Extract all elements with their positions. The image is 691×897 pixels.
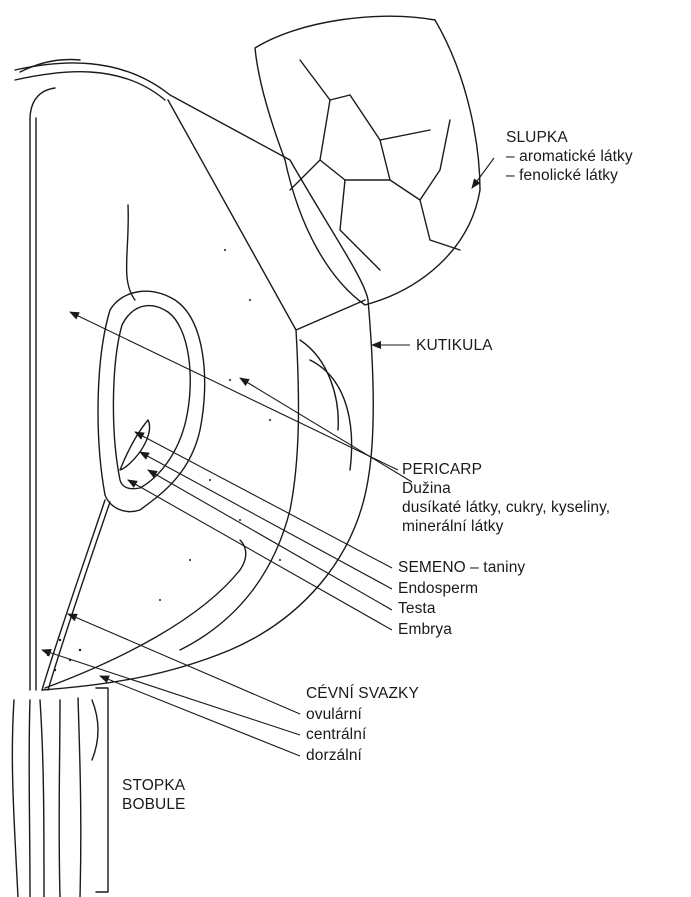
pericarp-line-3: minerální látky [402, 517, 610, 536]
leader-testa [148, 470, 392, 610]
label-semeno: SEMENO – taniny Endosperm Testa Embrya [398, 558, 525, 640]
cevni-line-2: centrální [306, 725, 419, 746]
slupka-line-2: – fenolické látky [506, 166, 633, 185]
slupka-line-1: – aromatické látky [506, 147, 633, 166]
leader-embrya [128, 480, 392, 630]
stopka-title: STOPKA [122, 776, 186, 795]
semeno-line-3: Embrya [398, 620, 525, 641]
label-pericarp: PERICARP Dužina dusíkaté látky, cukry, k… [402, 460, 610, 536]
label-cevni-svazky: CÉVNÍ SVAZKY ovulární centrální dorzální [306, 684, 419, 766]
dorsal-bundle [45, 570, 240, 688]
slupka-title: SLUPKA [506, 128, 633, 147]
leader-dorzalni [100, 676, 300, 756]
leader-pericarp-2 [240, 378, 412, 482]
stalk [12, 700, 18, 897]
cevni-title: CÉVNÍ SVAZKY [306, 684, 419, 705]
leader-endosperm [140, 452, 392, 589]
label-slupka: SLUPKA – aromatické látky – fenolické lá… [506, 128, 633, 185]
label-stopka: STOPKA BOBULE [122, 776, 186, 814]
berry-outline [15, 63, 373, 690]
embryo [120, 420, 150, 470]
semeno-title: SEMENO – taniny [398, 558, 525, 579]
ovular-bundle [42, 500, 105, 690]
semeno-line-1: Endosperm [398, 579, 525, 600]
leader-centralni [42, 650, 300, 735]
pulp-inner-edge [180, 330, 298, 650]
leader-slupka [472, 158, 494, 188]
cevni-line-1: ovulární [306, 705, 419, 726]
skin-flap [255, 16, 480, 305]
kutikula-title: KUTIKULA [416, 336, 493, 355]
pericarp-line-2: dusíkaté látky, cukry, kyseliny, [402, 498, 610, 517]
seed-endosperm [113, 306, 190, 489]
leader-semeno [135, 432, 392, 568]
skin-cut-edge [168, 100, 365, 330]
semeno-line-2: Testa [398, 599, 525, 620]
stopka-line-1: BOBULE [122, 795, 186, 814]
leader-pericarp-1 [70, 312, 398, 470]
pericarp-line-1: Dužina [402, 479, 610, 498]
pericarp-title: PERICARP [402, 460, 610, 479]
cevni-line-3: dorzální [306, 746, 419, 767]
label-kutikula: KUTIKULA [416, 336, 493, 355]
